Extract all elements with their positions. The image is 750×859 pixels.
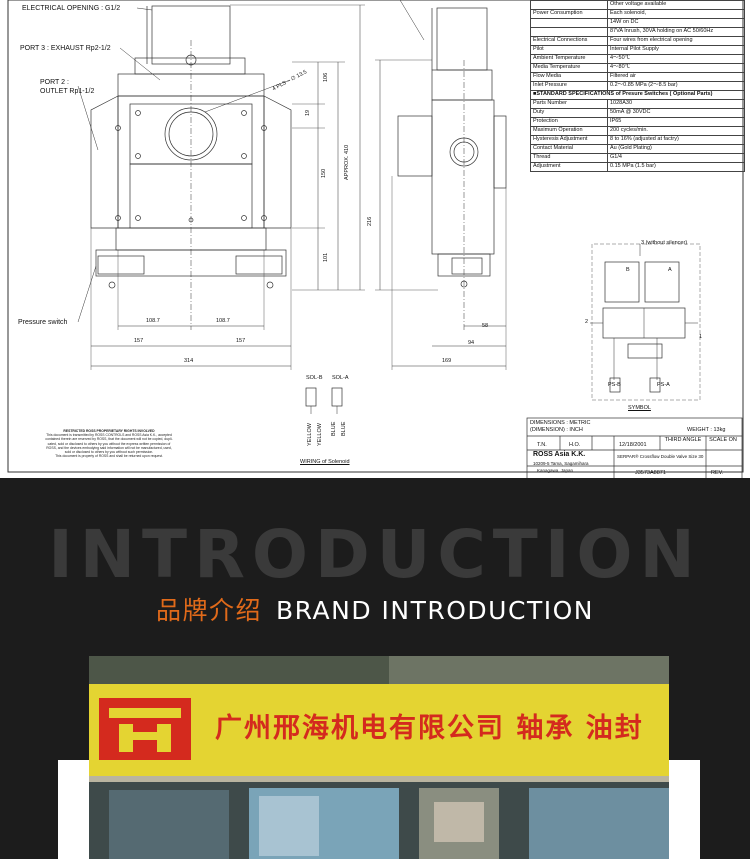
tb-dimensions: DIMENSIONS : METRIC [530,420,591,426]
shop-logo-icon [99,698,191,760]
symbol-b: B [626,267,630,273]
electrical-opening-label: ELECTRICAL OPENING : G1/2 [22,5,121,12]
switch-spec-heading: ■STANDARD SPECIFICATIONS of Presure Swit… [530,90,745,100]
storefront-photo: 广州邢海机电有限公司 轴承 油封 [89,656,669,859]
tb-address2: Kanagawa, Japan [537,468,574,473]
tb-date: 12/18/2001 [619,442,647,448]
dim-94: 94 [468,340,475,346]
dim-169: 169 [442,358,452,364]
shop-sign [89,684,669,776]
symbol-ps-a: PS-A [657,382,670,388]
symbol-port1: 1 [699,334,703,340]
symbol-port3: 3 (without silencer) [641,240,688,246]
title-block: DIMENSIONS : METRIC (DIMENSION) : INCH W… [527,418,742,480]
intro-watermark: INTRODUCTION [48,516,702,593]
dim-216: 216 [367,216,373,226]
wire-color-2: YELLOW [317,423,323,446]
dim-314: 314 [184,358,194,364]
pressure-switch-label: Pressure switch [18,319,68,326]
symbol-a: A [668,267,672,273]
spec-row: 87VA Inrush, 30VA holding on AC 50/60Hz [530,27,745,37]
storefront-scene [89,656,669,859]
technical-drawing: ELECTRICAL OPENING : G1/2 PORT 3 : EXHAU… [7,0,745,480]
tb-drawing-no: J3573A8871 [635,470,666,476]
shop-sign-text: 广州邢海机电有限公司 轴承 油封 [215,713,644,744]
symbol-title: SYMBOL [628,405,651,411]
dim-108-left: 108.7 [146,318,160,324]
dim-157-left: 157 [134,338,144,344]
restricted-heading: RESTRICTED ROSS PROPERIETARY RIGHTS INVO… [63,429,155,433]
wiring-title: WIRING of Solenoid [300,459,350,465]
spec-row: 14W on DC [530,18,745,28]
tb-address1: 10209-5 Tama, Sagamihara [533,461,589,466]
wire-color-3: BLUE [331,421,337,436]
tb-weight: WEIGHT : 13kg [687,427,726,433]
symbol-ps-b: PS-B [608,382,621,388]
spec-row: Other voltage available [530,0,745,10]
restricted-line: sold or disclosed to others by you witho… [64,450,154,455]
tb-scale: SCALE ON [709,437,737,443]
tb-product: SERPAR® Crossflow Double Valve Size 30 [617,454,704,459]
brand-introduction-section: INTRODUCTION 品牌介绍 BRAND INTRODUCTION [0,478,750,859]
restricted-line: This document is transmitted by ROSS CON… [46,433,172,438]
wiring-sol-a: SOL-A [332,375,349,381]
dim-58: 58 [482,323,489,329]
restricted-line: cated, sold or disclosed to others by yo… [47,441,171,446]
drawing-linework [7,0,744,478]
photo-frame-left [58,760,89,859]
wire-color-1: YELLOW [307,423,313,446]
tb-third-angle: THIRD ANGLE [664,437,702,443]
restricted-line: ROSS, and the devices embodying said inf… [46,445,172,450]
dim-19: 19 [305,109,311,116]
brand-title-en: BRAND INTRODUCTION [276,596,594,625]
wiring-sol-b: SOL-B [306,375,323,381]
dim-101: 101 [323,252,329,262]
wire-color-4: BLUE [341,421,347,436]
restricted-notice: RESTRICTED ROSS PROPERIETARY RIGHTS INVO… [20,429,198,458]
dim-approx-410: APPROX. 410 [344,144,350,180]
tb-ho: H.O. [569,442,581,448]
spec-table: Other voltage available Power Consumptio… [530,0,745,172]
tb-company: ROSS Asia K.K. [533,451,586,458]
dim-157-right: 157 [236,338,246,344]
tb-tn: T.N. [537,442,547,448]
symbol-port2: 2 [585,319,589,325]
dim-150: 150 [321,168,327,178]
dim-108-right: 108.7 [216,318,230,324]
brand-title-cn: 品牌介绍 [156,596,263,625]
port2-label: PORT 2 : [40,79,69,86]
tb-dimension-inch: (DIMENSION) : INCH [530,427,583,433]
restricted-line: This document is property of ROSS and sh… [55,454,163,459]
port3-label: PORT 3 : EXHAUST Rp2-1/2 [20,45,111,52]
port2-outlet-label: OUTLET Rp1-1/2 [40,88,95,95]
dim-106: 106 [323,72,329,82]
photo-frame-right [669,760,700,859]
restricted-line: contained therein are reserved by ROSS, … [45,437,173,442]
brand-introduction-heading: 品牌介绍 BRAND INTRODUCTION [0,598,750,623]
tb-rev: REV. [711,470,724,476]
